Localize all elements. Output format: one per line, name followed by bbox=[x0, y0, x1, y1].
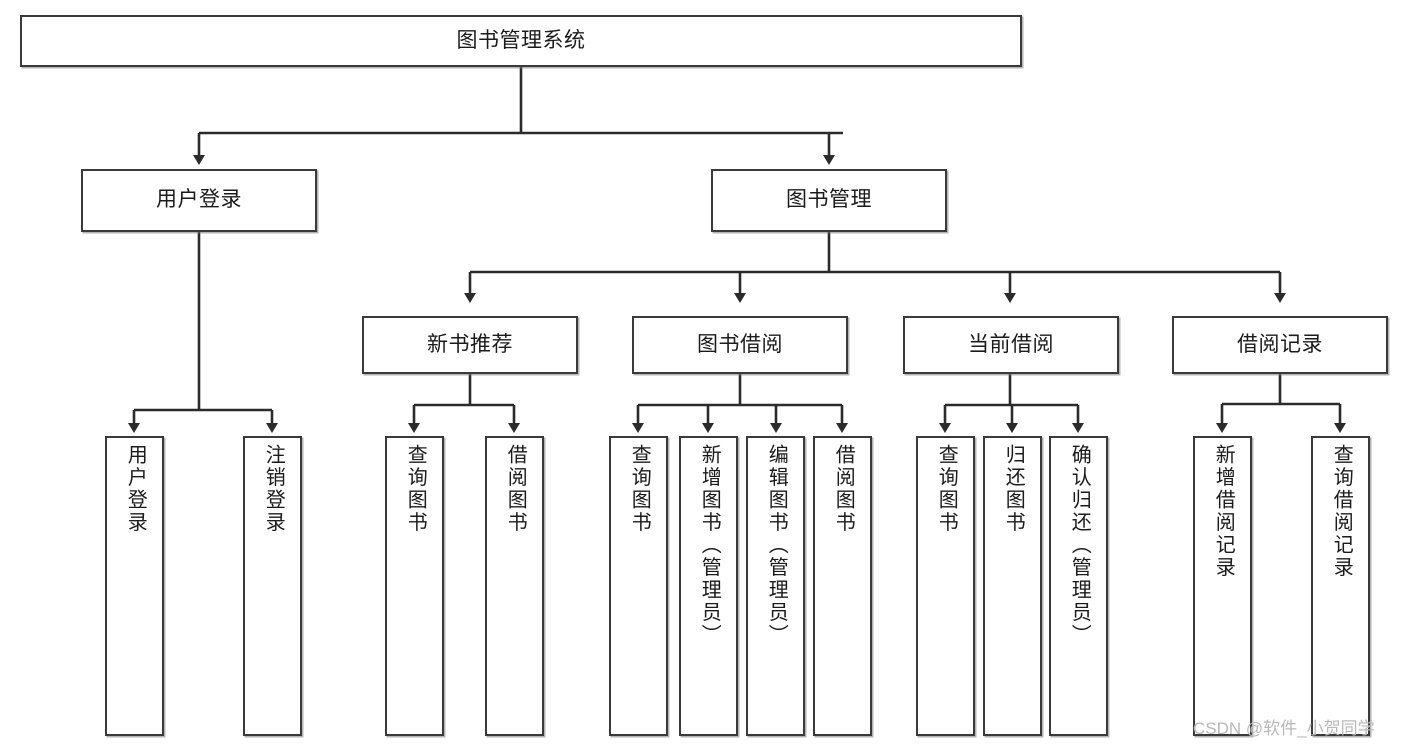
watermark: CSDN @软件_小贺同学 bbox=[1193, 719, 1375, 738]
connector-group-borrow-record bbox=[1216, 374, 1346, 433]
leaf-current-borrow-1-label: 查询图书 bbox=[935, 444, 958, 534]
node-root-label: 图书管理系统 bbox=[456, 28, 586, 52]
node-borrow-record-label: 借阅记录 bbox=[1237, 332, 1323, 356]
node-new-book-recommend-label: 新书推荐 bbox=[427, 332, 513, 356]
leaf-user-login-1-label: 用户登录 bbox=[124, 444, 147, 534]
node-current-borrow[interactable]: 当前借阅 bbox=[903, 316, 1119, 374]
leaf-current-borrow-3-label: 确认归还（管理员） bbox=[1068, 444, 1091, 647]
leaf-borrow-record-1-label: 新增借阅记录 bbox=[1212, 444, 1235, 579]
leaf-current-borrow-2-label: 归还图书 bbox=[1002, 444, 1025, 534]
leaf-current-borrow-2[interactable]: 归还图书 bbox=[983, 436, 1042, 736]
leaf-new-book-1[interactable]: 查询图书 bbox=[385, 436, 444, 736]
leaf-book-borrow-3[interactable]: 编辑图书（管理员） bbox=[746, 436, 805, 736]
connector-group-new-book bbox=[408, 374, 520, 433]
leaf-user-login-2-label: 注销登录 bbox=[262, 444, 285, 534]
leaf-current-borrow-1[interactable]: 查询图书 bbox=[916, 436, 975, 736]
connector-group-book-borrow bbox=[632, 374, 848, 433]
leaf-user-login-2[interactable]: 注销登录 bbox=[243, 436, 302, 736]
node-book-manage[interactable]: 图书管理 bbox=[711, 169, 947, 232]
leaf-new-book-1-label: 查询图书 bbox=[404, 444, 427, 534]
leaf-current-borrow-3[interactable]: 确认归还（管理员） bbox=[1049, 436, 1108, 736]
leaf-borrow-record-1[interactable]: 新增借阅记录 bbox=[1193, 436, 1252, 736]
leaf-book-borrow-3-label: 编辑图书（管理员） bbox=[765, 444, 788, 647]
node-book-manage-label: 图书管理 bbox=[786, 188, 872, 212]
leaf-book-borrow-1-label: 查询图书 bbox=[628, 444, 651, 534]
leaf-book-borrow-4-label: 借阅图书 bbox=[832, 444, 855, 534]
connector-group-book-manage bbox=[464, 232, 1286, 303]
leaf-borrow-record-2[interactable]: 查询借阅记录 bbox=[1311, 436, 1370, 736]
node-user-login-label: 用户登录 bbox=[156, 188, 242, 212]
connector-group-current-borrow bbox=[939, 374, 1084, 433]
leaf-user-login-1[interactable]: 用户登录 bbox=[105, 436, 164, 736]
connector-group-root bbox=[193, 67, 843, 165]
leaf-new-book-2[interactable]: 借阅图书 bbox=[485, 436, 544, 736]
leaf-borrow-record-2-label: 查询借阅记录 bbox=[1330, 444, 1353, 579]
leaf-book-borrow-4[interactable]: 借阅图书 bbox=[813, 436, 872, 736]
node-new-book-recommend[interactable]: 新书推荐 bbox=[362, 316, 578, 374]
node-book-borrow-label: 图书借阅 bbox=[697, 332, 783, 356]
leaf-new-book-2-label: 借阅图书 bbox=[504, 444, 527, 534]
leaf-book-borrow-2[interactable]: 新增图书（管理员） bbox=[679, 436, 738, 736]
node-current-borrow-label: 当前借阅 bbox=[968, 332, 1054, 356]
leaf-book-borrow-1[interactable]: 查询图书 bbox=[609, 436, 668, 736]
connector-group-user-login bbox=[128, 232, 278, 433]
node-book-borrow[interactable]: 图书借阅 bbox=[632, 316, 848, 374]
node-borrow-record[interactable]: 借阅记录 bbox=[1172, 316, 1388, 374]
node-root[interactable]: 图书管理系统 bbox=[20, 15, 1022, 67]
leaf-book-borrow-2-label: 新增图书（管理员） bbox=[698, 444, 721, 647]
node-user-login[interactable]: 用户登录 bbox=[81, 169, 317, 232]
